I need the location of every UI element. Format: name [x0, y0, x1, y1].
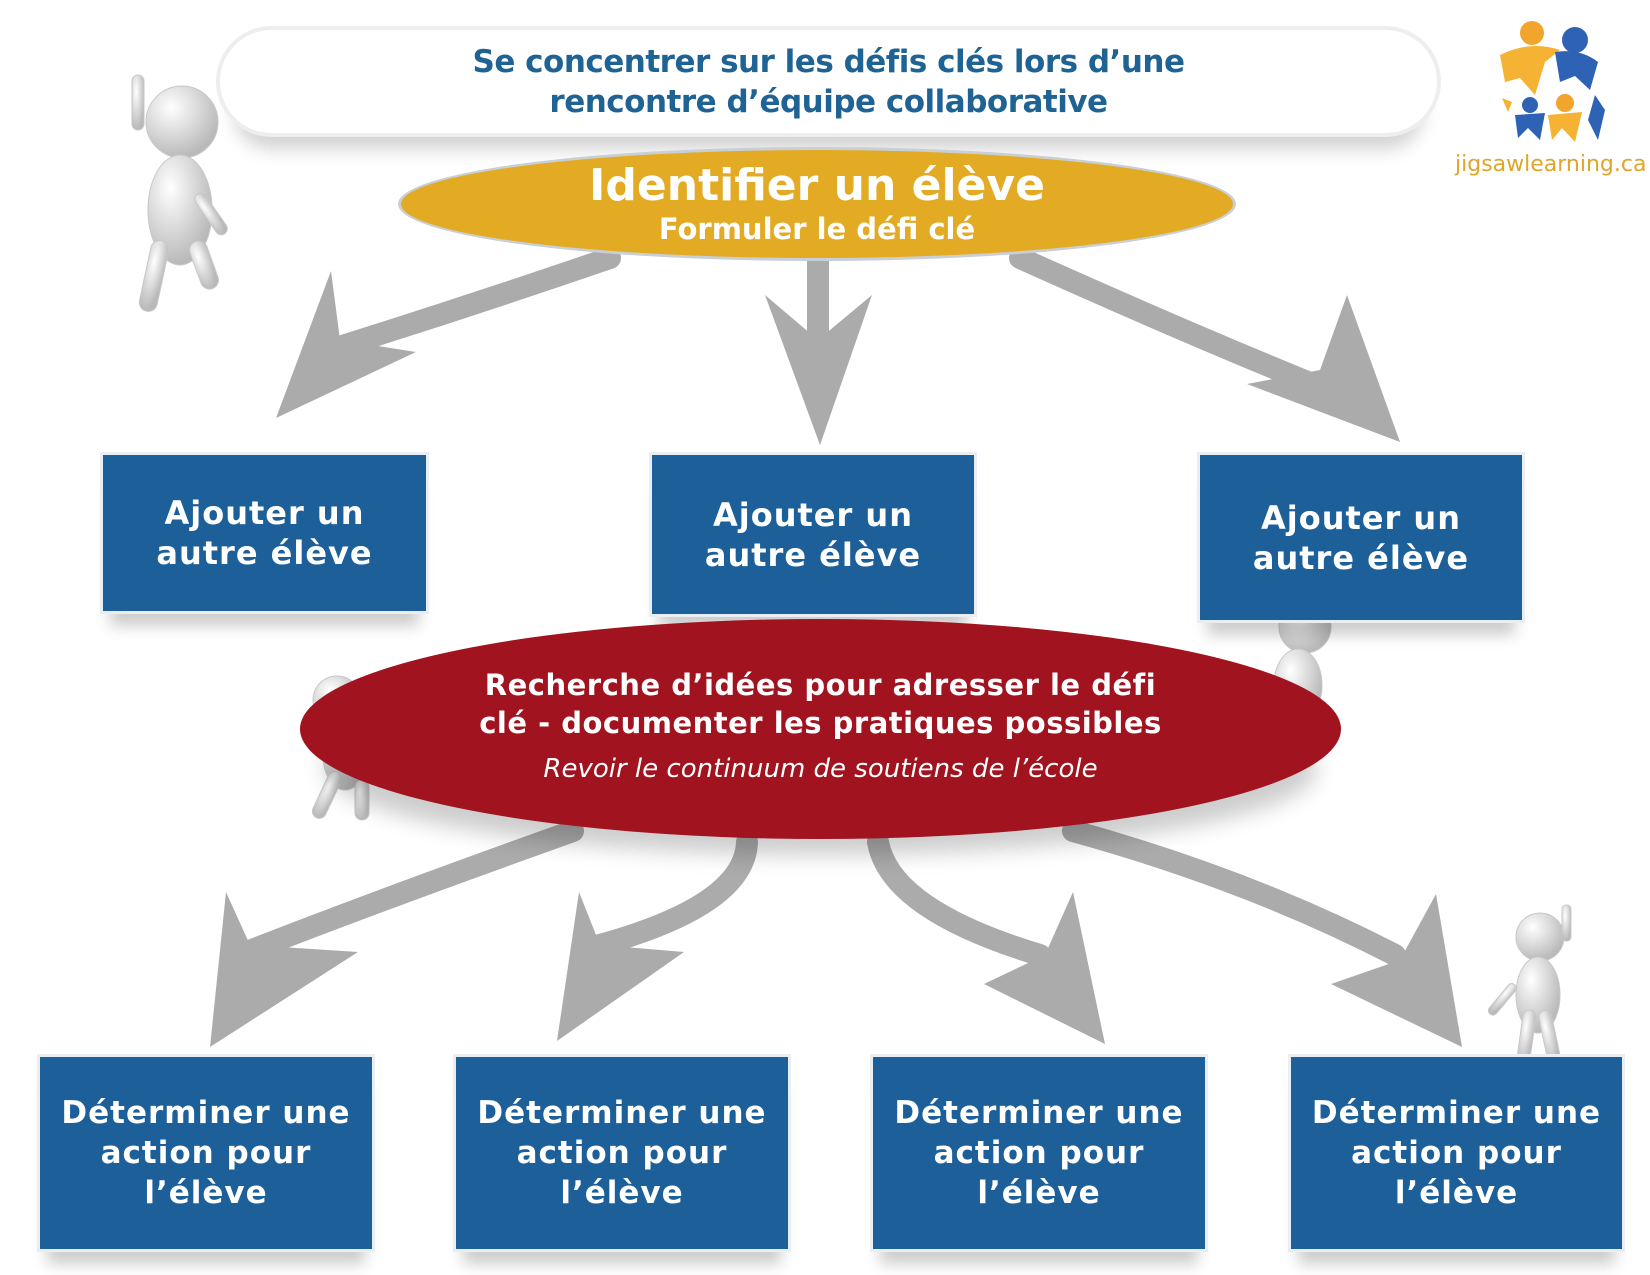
title-line-1: Se concentrer sur les défis clés lors d’… — [472, 43, 1186, 80]
title-line-2: rencontre d’équipe collaborative — [549, 83, 1108, 120]
action-box: Déterminer une action pour l’élève — [453, 1054, 791, 1252]
identify-student-title: Identifier un élève — [589, 160, 1045, 211]
identify-student-subtitle: Formuler le défi clé — [658, 212, 976, 246]
arrow-shaft — [867, 831, 1051, 966]
box-text: action pour — [516, 1135, 728, 1171]
box-text: l’élève — [560, 1175, 684, 1211]
research-ideas-node: Recherche d’idées pour adresser le défi … — [300, 619, 1341, 839]
box-text: l’élève — [144, 1175, 268, 1211]
research-line-1: Recherche d’idées pour adresser le défi — [484, 668, 1157, 702]
arrowhead — [210, 892, 358, 1047]
box-text: action pour — [1351, 1135, 1562, 1171]
box-text: l’élève — [977, 1175, 1101, 1211]
box-text: autre élève — [704, 535, 922, 574]
box-text: autre élève — [156, 534, 373, 572]
box-text: Déterminer une — [61, 1095, 351, 1131]
figure-pointing-icon — [131, 74, 228, 312]
box-text: autre élève — [1252, 538, 1470, 577]
arrowhead — [1247, 295, 1400, 442]
identify-student-node: Identifier un élève Formuler le défi clé — [398, 147, 1236, 261]
box-text: l’élève — [1394, 1175, 1519, 1211]
arrowhead — [276, 271, 416, 418]
box-text: Déterminer une — [894, 1095, 1184, 1131]
research-note: Revoir le continuum de soutiens de l’éco… — [543, 754, 1098, 784]
box-text: Déterminer une — [477, 1095, 767, 1131]
figure-pointing-icon — [1487, 904, 1572, 1066]
arrowhead — [557, 892, 684, 1041]
logo-people-icon — [1500, 21, 1605, 142]
box-text: action pour — [933, 1135, 1145, 1171]
arrowhead — [765, 295, 872, 445]
logo-text: jigsawlearning.ca — [1455, 152, 1647, 177]
action-box: Déterminer une action pour l’élève — [870, 1054, 1208, 1252]
box-text: Ajouter un — [1261, 498, 1461, 537]
box-text: Déterminer une — [1311, 1095, 1602, 1131]
box-text: Ajouter un — [713, 495, 913, 534]
research-line-2: clé - documenter les pratiques possibles — [479, 706, 1162, 740]
action-box: Déterminer une action pour l’élève — [1288, 1054, 1625, 1252]
arrow-shaft — [1009, 247, 1326, 396]
arrow-shaft — [325, 247, 621, 359]
arrowhead — [984, 892, 1105, 1044]
arrow-shaft — [589, 831, 758, 956]
action-box: Déterminer une action pour l’élève — [37, 1054, 375, 1252]
arrow-shaft — [241, 820, 584, 961]
arrow-shaft — [1062, 820, 1406, 966]
box-text: Ajouter un — [164, 494, 365, 532]
box-text: action pour — [100, 1135, 312, 1171]
diagram-title: Se concentrer sur les défis clés lors d’… — [216, 26, 1441, 137]
arrowhead — [1331, 894, 1462, 1047]
